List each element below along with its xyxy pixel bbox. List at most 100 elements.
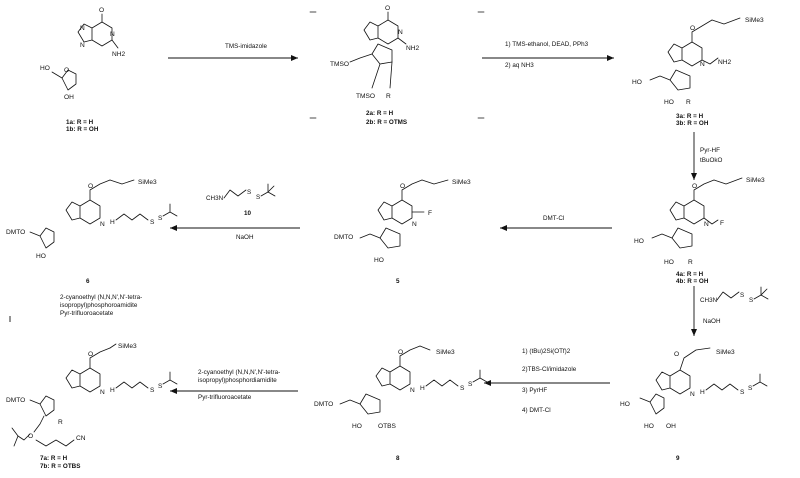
label-1b: 1b: R = OH: [66, 126, 99, 133]
compound-2: O N NH2 TMSO TMSO R 2a: R = H 2b: R = OT…: [309, 5, 485, 126]
svg-text:N: N: [398, 29, 403, 36]
svg-text:NH2: NH2: [112, 51, 126, 58]
label-9: 9: [676, 455, 680, 462]
svg-text:S: S: [460, 385, 465, 392]
svg-text:HO: HO: [664, 99, 674, 106]
svg-text:SiMe3: SiMe3: [436, 349, 455, 356]
label-4b: 4b: R = OH: [676, 278, 709, 285]
svg-text:S: S: [468, 381, 473, 388]
svg-text:N: N: [80, 42, 85, 49]
svg-text:O: O: [400, 183, 405, 190]
svg-text:SiMe3: SiMe3: [138, 179, 157, 186]
svg-text:OTBS: OTBS: [378, 423, 397, 430]
svg-text:HO: HO: [36, 253, 46, 260]
compound-3: O SiMe3 N NH2 HO HO R 3a: R = H 3b: R = …: [632, 17, 764, 127]
reagent-phos-a3: Pyr-trifluoroacetate: [198, 394, 252, 401]
svg-text:R: R: [58, 419, 63, 426]
amine-chain: [223, 189, 247, 199]
svg-text:HO: HO: [632, 79, 642, 86]
svg-text:S: S: [740, 389, 745, 396]
svg-text:O: O: [28, 433, 33, 440]
label-3b: 3b: R = OH: [676, 120, 709, 127]
svg-text:N: N: [700, 61, 705, 68]
svg-text:N: N: [704, 221, 709, 228]
svg-text:SiMe3: SiMe3: [746, 177, 765, 184]
svg-text:S: S: [158, 383, 163, 390]
svg-text:SiMe3: SiMe3: [716, 349, 735, 356]
label-8: 8: [396, 455, 400, 462]
svg-text:H: H: [420, 385, 425, 392]
svg-text:S: S: [748, 385, 753, 392]
label-7a: 7a: R = H: [40, 455, 68, 462]
svg-text:OH: OH: [666, 423, 676, 430]
reagent-10-label: 10: [244, 210, 252, 217]
svg-text:CN: CN: [76, 435, 86, 442]
svg-text:N: N: [110, 31, 115, 38]
compound-4: O SiMe3 N F HO HO R 4a: R = H 4b: R = OH: [634, 177, 765, 285]
svg-text:HO: HO: [374, 257, 384, 264]
svg-text:H: H: [700, 389, 705, 396]
amine2-s2: S: [749, 297, 753, 304]
svg-text:O: O: [385, 5, 390, 12]
amine-tbu: [260, 183, 276, 197]
reagent-pyr-hf: Pyr-HF: [700, 147, 720, 154]
svg-text:NH2: NH2: [406, 45, 420, 52]
amine-s2: S: [256, 194, 260, 201]
svg-text:DMTO: DMTO: [6, 229, 25, 236]
svg-text:HO: HO: [634, 238, 644, 245]
amine-s1: S: [247, 189, 251, 196]
svg-text:O: O: [64, 67, 69, 74]
reagent-step-2: 2)TBS-Cl/imidazole: [522, 366, 577, 373]
svg-text:S: S: [150, 219, 155, 226]
svg-text:TMSO: TMSO: [330, 61, 349, 68]
reagent-naoh-a: NaOH: [236, 234, 254, 241]
svg-text:R: R: [386, 93, 391, 100]
svg-text:N: N: [690, 391, 695, 398]
label-1a: 1a: R = H: [66, 119, 94, 126]
reagent-phos-a1: 2-cyanoethyl (N,N,N',N'-tetra-: [198, 369, 280, 376]
compound-9: O SiMe3 N H S S HO HO OH 9: [620, 347, 768, 462]
svg-text:HO: HO: [620, 401, 630, 408]
svg-text:O: O: [690, 25, 695, 32]
svg-text:F: F: [428, 210, 432, 217]
svg-text:HO: HO: [644, 423, 654, 430]
svg-text:N: N: [100, 221, 105, 228]
reagent-mitsunobu-1: 1) TMS-ethanol, DEAD, PPh3: [505, 41, 589, 48]
svg-text:HO: HO: [664, 259, 674, 266]
svg-text:SiMe3: SiMe3: [452, 179, 471, 186]
reagent-dmt-cl: DMT-Cl: [543, 215, 564, 222]
svg-text:S: S: [150, 387, 155, 394]
label-7b: 7b: R = OTBS: [40, 463, 80, 470]
label-3a: 3a: R = H: [676, 113, 704, 120]
reagent-step-1: 1) (tBu)2Si(OTf)2: [522, 348, 571, 355]
compound-5: O SiMe3 N F DMTO HO 5: [334, 179, 471, 285]
svg-text:N: N: [410, 387, 415, 394]
reagent-naoh-b: NaOH: [703, 318, 721, 325]
reagent-step-3: 3) PyrHF: [522, 387, 547, 394]
label-6: 6: [86, 278, 90, 285]
reagent-tms-imidazole: TMS-imidazole: [225, 43, 267, 50]
compound-6: O SiMe3 N H S S DMTO HO 6: [6, 179, 178, 285]
svg-text:S: S: [158, 215, 163, 222]
svg-text:DMTO: DMTO: [6, 397, 25, 404]
svg-text:H: H: [110, 219, 115, 226]
svg-text:SiMe3: SiMe3: [118, 343, 137, 350]
compound-7: O SiMe3 N H S S DMTO R O CN 7a: R = H 7b…: [6, 343, 178, 470]
compound-8: O SiMe3 N H S S DMTO HO OTBS 8: [314, 345, 488, 462]
label-5: 5: [396, 278, 400, 285]
svg-text:O: O: [99, 7, 104, 14]
amine2-chain: [716, 291, 740, 301]
reagent-mitsunobu-2: 2) aq NH3: [505, 62, 534, 69]
svg-text:N: N: [80, 25, 85, 32]
svg-text:R: R: [686, 99, 691, 106]
amine2-ch3n: CH3N: [700, 297, 718, 304]
svg-text:N: N: [412, 221, 417, 228]
svg-text:O: O: [692, 183, 697, 190]
svg-text:HO: HO: [40, 65, 50, 72]
label-4a: 4a: R = H: [676, 271, 704, 278]
svg-text:SiMe3: SiMe3: [745, 17, 764, 24]
svg-text:O: O: [398, 349, 403, 356]
svg-text:O: O: [674, 351, 679, 358]
label-2b: 2b: R = OTMS: [366, 119, 407, 126]
